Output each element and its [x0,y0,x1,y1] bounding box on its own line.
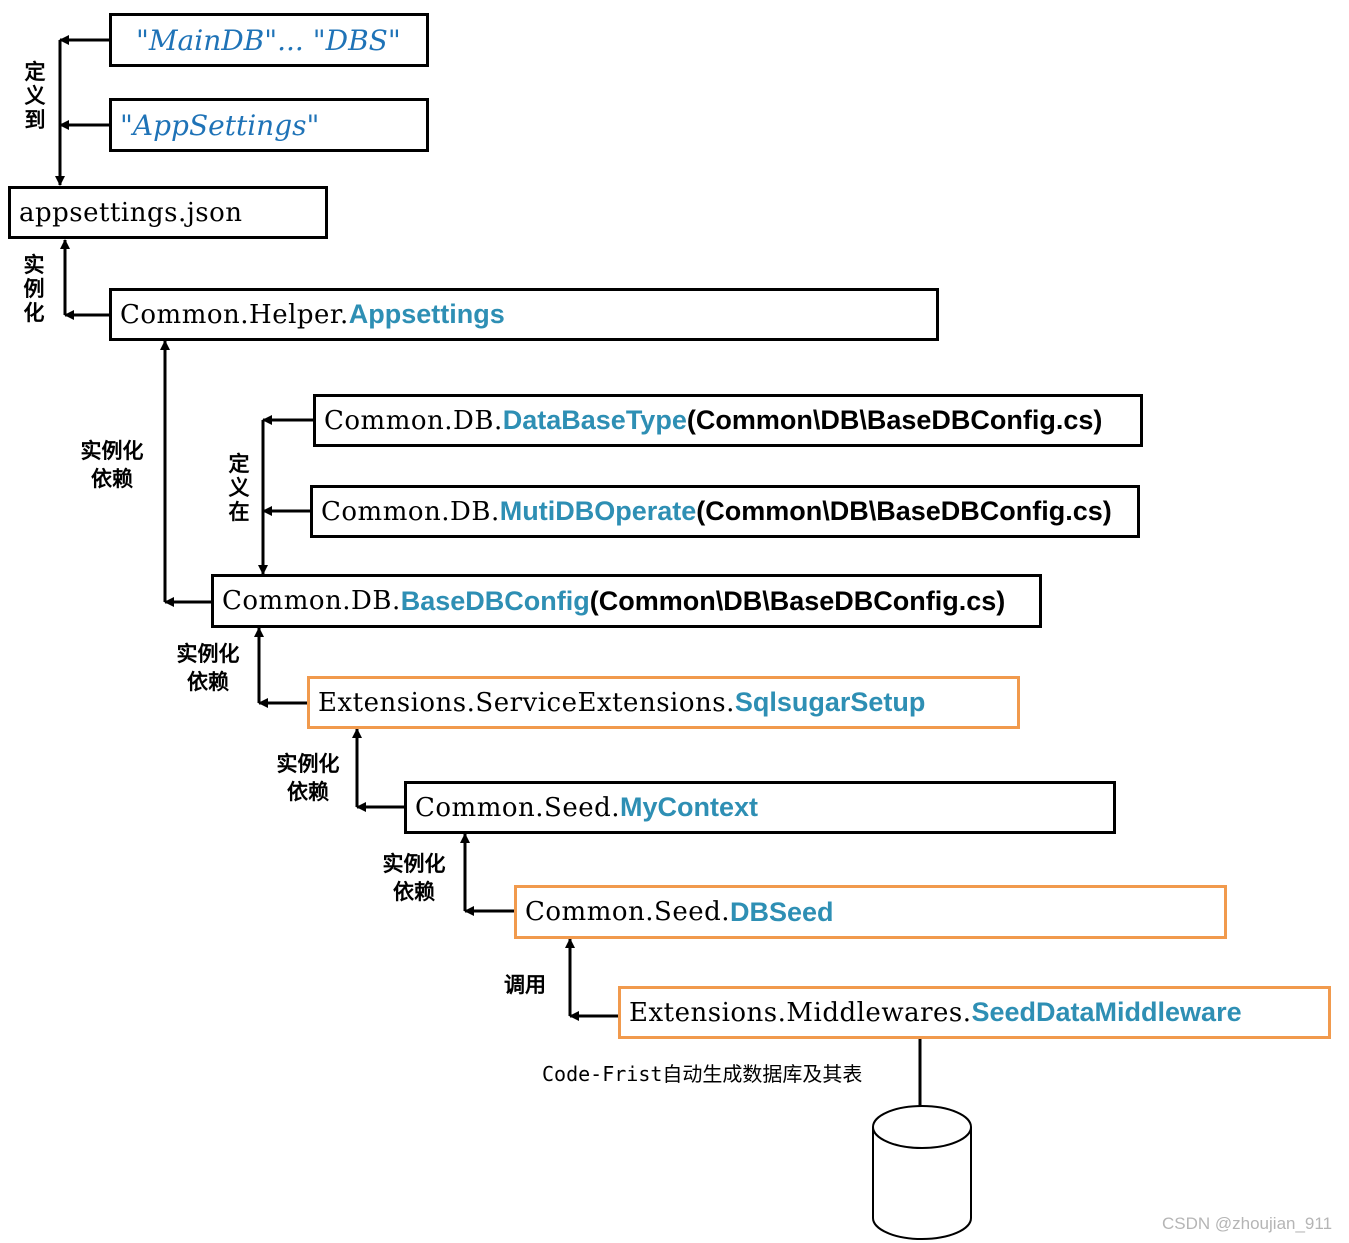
label-instantiate-dependency-4-line1: 实例化 [382,852,446,876]
label-instantiate-dependency-1-line2: 依赖 [91,467,133,491]
node-helper-prefix: Common.Helper. [120,299,349,330]
node-common-helper-appsettings: Common.Helper.Appsettings [109,288,939,341]
node-seeddatamiddleware: Extensions.Middlewares.SeedDataMiddlewar… [618,986,1331,1039]
node-basedbconfig-file: (Common\DB\BaseDBConfig.cs) [589,585,1006,616]
node-seeddatamiddleware-name: SeedDataMiddleware [971,997,1242,1027]
label-instantiate-dependency-3-line2: 依赖 [287,780,329,804]
node-databasetype-prefix: Common.DB. [324,405,503,436]
node-appsettings-key: "AppSettings" [109,98,429,152]
node-appsettings-json: appsettings.json [8,186,328,239]
node-mutidboperate-file: (Common\DB\BaseDBConfig.cs) [696,496,1112,526]
node-helper-name: Appsettings [348,299,505,329]
node-dbseed-name: DBSeed [730,896,834,927]
node-mycontext-name: MyContext [620,792,759,822]
label-instantiate-dependency-2-line2: 依赖 [187,670,229,694]
label-instantiate-dependency-1: 实例化 依赖 [72,437,152,493]
node-common-seed-mycontext: Common.Seed.MyContext [404,781,1116,834]
database-cylinder-icon [872,1105,972,1240]
label-instantiate-dependency-4: 实例化 依赖 [374,850,454,906]
node-seeddatamiddleware-prefix: Extensions.Middlewares. [629,997,972,1028]
node-common-db-basedbconfig: Common.DB.BaseDBConfig(Common\DB\BaseDBC… [211,574,1042,628]
label-instantiate-dependency-3-line1: 实例化 [276,752,340,776]
label-instantiate-dependency-1-line1: 实例化 [80,439,144,463]
watermark: CSDN @zhoujian_911 [1162,1214,1333,1233]
node-maindb-text: "MainDB"... "DBS" [136,23,401,57]
node-appsettings-json-text: appsettings.json [19,197,243,228]
label-instantiate-dependency-4-line2: 依赖 [393,880,435,904]
node-databasetype-name: DataBaseType [502,405,687,435]
label-defined-to: 定义到 [24,60,46,132]
node-databasetype-file: (Common\DB\BaseDBConfig.cs) [686,405,1103,435]
node-common-db-databasetype: Common.DB.DataBaseType(Common\DB\BaseDBC… [313,394,1143,447]
caption-code-first: Code-Frist自动生成数据库及其表 [542,1062,863,1086]
node-mutidboperate-prefix: Common.DB. [321,496,500,527]
label-instantiate-dependency-2-line1: 实例化 [176,642,240,666]
label-instantiate-dependency-3: 实例化 依赖 [268,750,348,806]
node-basedbconfig-prefix: Common.DB. [222,586,401,616]
label-invoke: 调用 [504,973,546,997]
node-basedbconfig-name: BaseDBConfig [400,585,590,616]
node-common-seed-dbseed: Common.Seed.DBSeed [514,885,1227,939]
node-dbseed-prefix: Common.Seed. [525,897,731,927]
node-sqlsugarsetup: Extensions.ServiceExtensions.SqlsugarSet… [307,676,1020,729]
label-instantiate: 实例化 [23,253,45,325]
node-maindb-dbs: "MainDB"... "DBS" [109,13,429,67]
node-mycontext-prefix: Common.Seed. [415,792,621,823]
node-common-db-mutidboperate: Common.DB.MutiDBOperate(Common\DB\BaseDB… [310,485,1140,538]
node-sqlsugarsetup-name: SqlsugarSetup [734,687,926,717]
node-mutidboperate-name: MutiDBOperate [499,496,697,526]
label-defined-in: 定义在 [228,452,250,524]
node-sqlsugarsetup-prefix: Extensions.ServiceExtensions. [318,687,735,718]
node-appsettings-key-text: "AppSettings" [120,108,320,142]
label-instantiate-dependency-2: 实例化 依赖 [168,640,248,696]
